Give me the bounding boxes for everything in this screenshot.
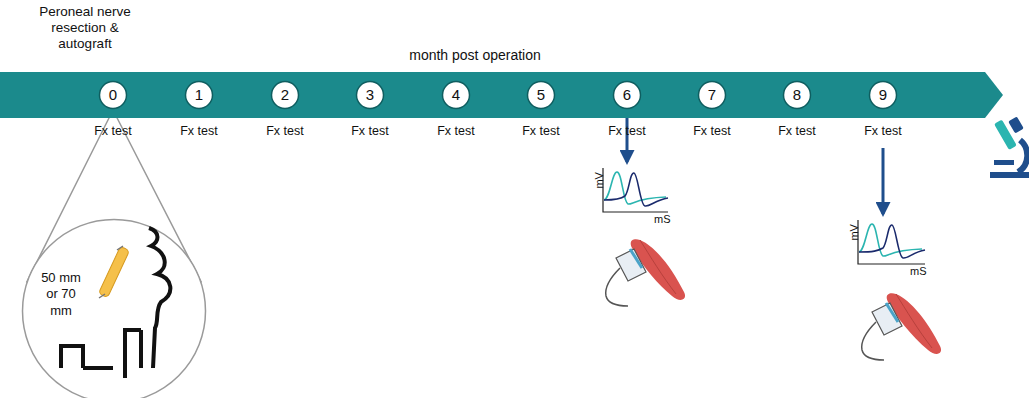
month-number: 6: [612, 80, 642, 110]
test-label: Fx test: [437, 124, 475, 138]
inset-outline: [23, 220, 206, 398]
microscope-icon: [990, 116, 1029, 178]
month-number: 3: [355, 80, 385, 110]
month-number: 2: [270, 80, 300, 110]
month-circle: 0: [98, 80, 128, 110]
emg-graph: [858, 220, 925, 264]
procedure-label: Peroneal nerve resection & autograft: [25, 4, 145, 53]
month-number: 9: [868, 80, 898, 110]
month-number: 4: [441, 80, 471, 110]
month-circle: 6: [612, 80, 642, 110]
timeline-band: month post operation0123456789: [0, 72, 1003, 118]
month-circle: 9: [868, 80, 898, 110]
axis-label: mV: [593, 172, 606, 189]
test-label: Fx test: [778, 124, 816, 138]
month-circle: 5: [526, 80, 556, 110]
test-label: Fx test: [351, 124, 389, 138]
month-circle: 8: [782, 80, 812, 110]
month-circle: 1: [184, 80, 214, 110]
month-circle: 2: [270, 80, 300, 110]
axis-label: mS: [910, 265, 927, 278]
test-label: Fx test: [266, 124, 304, 138]
pointer-arrow: [882, 148, 885, 214]
month-circle: 3: [355, 80, 385, 110]
test-label: Fx test: [864, 124, 902, 138]
band-heading: month post operation: [0, 47, 950, 63]
emg-graph: [603, 168, 668, 212]
month-number: 8: [782, 80, 812, 110]
inset-shape: [21, 218, 207, 398]
nerve-graft: [98, 246, 129, 297]
leg-outline: [149, 228, 170, 368]
axis-label: mS: [654, 213, 671, 226]
inset-circle: 50 mm or 70 mm: [21, 218, 207, 398]
graft-length: 50 mm or 70 mm: [35, 270, 87, 319]
test-label: Fx test: [180, 124, 218, 138]
axis-label: mV: [848, 224, 861, 241]
test-label: Fx test: [522, 124, 560, 138]
ultrasound-probe: [606, 239, 685, 306]
month-circle: 4: [441, 80, 471, 110]
band-arrow: [0, 72, 1003, 118]
month-number: 5: [526, 80, 556, 110]
leg-outline: [61, 330, 141, 378]
month-circle: 7: [697, 80, 727, 110]
test-label: Fx test: [693, 124, 731, 138]
band-shape: [0, 72, 1003, 118]
ultrasound-probe: [862, 293, 941, 360]
month-number: 1: [184, 80, 214, 110]
month-number: 0: [98, 80, 128, 110]
test-label: Fx test: [94, 124, 132, 138]
suture-marks: [99, 246, 123, 298]
test-label: Fx test: [608, 124, 646, 138]
month-number: 7: [697, 80, 727, 110]
